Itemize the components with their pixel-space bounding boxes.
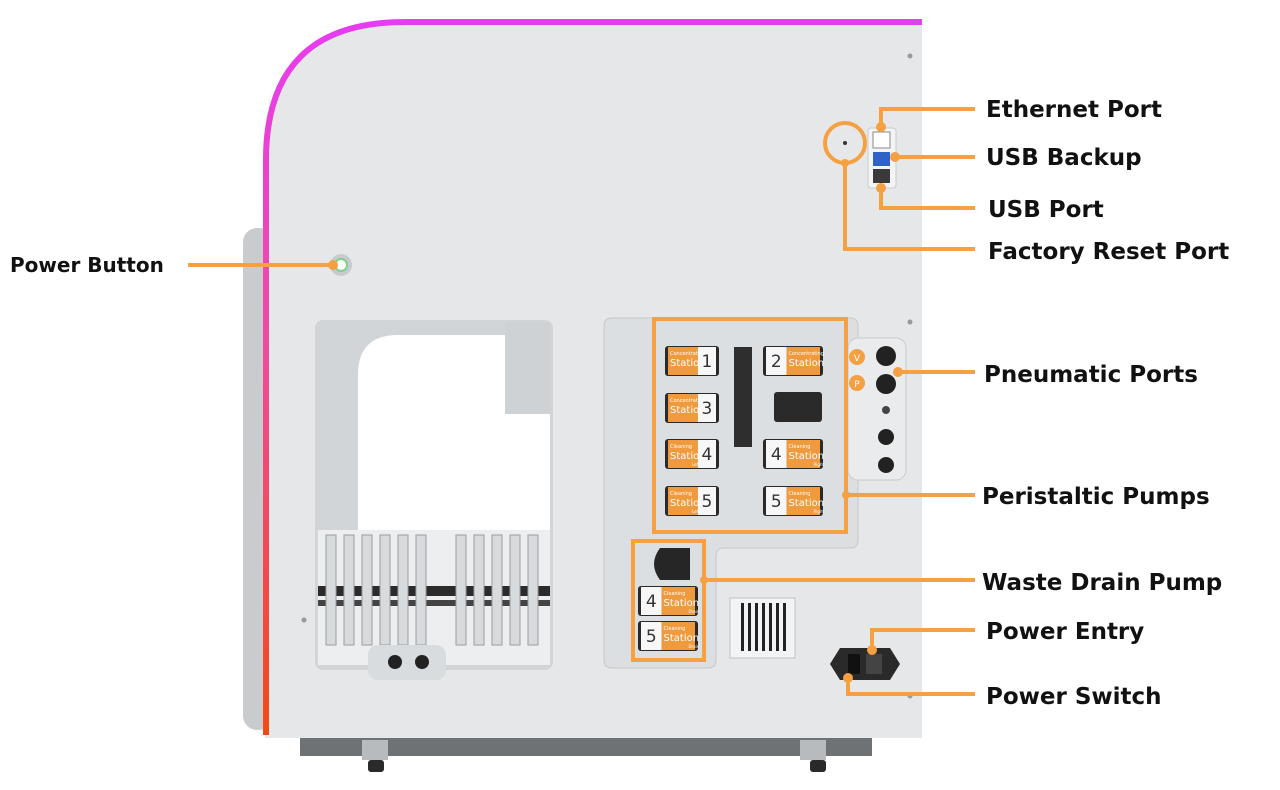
pump-station: Station [664,633,700,644]
pump-station: Station [789,498,825,509]
label-usb-port: USB Port [988,197,1104,223]
label-usb-backup: USB Backup [986,145,1142,171]
pump-number: 4 [701,445,712,465]
waste-drain-pump-head [654,548,690,580]
usb-backup-port[interactable] [873,152,890,166]
pump-title: Cleaning [664,591,686,597]
pneumatic-port-strip: V P [847,337,907,481]
pump-station: Station [670,498,706,509]
ethernet-port[interactable] [872,131,891,149]
label-power-entry: Power Entry [986,619,1144,645]
label-power-button: Power Button [10,253,164,277]
pump-station: Station [670,405,706,416]
label-peristaltic-pumps: Peristaltic Pumps [982,484,1210,510]
factory-reset-port[interactable] [843,141,847,145]
pump-number: 5 [771,492,782,512]
pump-title: Cleaning [670,444,692,450]
pump-number: 5 [701,492,712,512]
pump-station: Station [670,451,706,462]
vacuum-port[interactable] [876,346,896,366]
vent-grille [729,597,796,659]
foot-left [362,740,388,772]
pump-number: 5 [646,627,657,647]
label-factory-reset-port: Factory Reset Port [988,239,1229,265]
pump-station: Station [789,358,825,369]
pressure-port-label: P [854,380,860,390]
pump-title: Concentrating [670,398,706,404]
pressure-port[interactable] [876,374,896,394]
accent-edge [263,19,922,735]
pump-title: Cleaning [789,491,811,497]
pump-number: 4 [646,592,657,612]
label-power-switch: Power Switch [986,684,1162,710]
label-ethernet-port: Ethernet Port [986,97,1162,123]
pump-sub: Right [814,462,825,467]
pump-station: Station [664,598,700,609]
pump-number: 4 [771,445,782,465]
controller-block [774,392,822,422]
pump-station: Station [670,358,706,369]
pump-number: 3 [701,399,712,419]
valve-manifold [734,347,752,447]
pump-title: Concentrating [789,351,825,357]
vacuum-port-label: V [854,354,861,364]
pump-number: 2 [771,352,782,372]
pump-title: Cleaning [789,444,811,450]
pump-sub: Right [814,509,825,514]
pump-title: Concentrating [670,351,706,357]
pump-sub: Drain [689,644,700,649]
pump-number: 1 [701,352,712,372]
sample-window [315,320,553,680]
usb-port[interactable] [873,169,890,183]
power-entry-module[interactable] [830,648,900,680]
label-pneumatic-ports: Pneumatic Ports [984,362,1198,388]
pump-title: Cleaning [664,626,686,632]
foot-right [800,740,826,772]
power-button[interactable] [330,254,352,276]
pump-sub: Drain [689,609,700,614]
callout-lines [188,107,975,696]
label-waste-drain-pump: Waste Drain Pump [982,570,1222,596]
pump-sub: Left [692,509,700,514]
pump-station: Station [789,451,825,462]
pump-title: Cleaning [670,491,692,497]
pump-sub: Left [692,462,700,467]
